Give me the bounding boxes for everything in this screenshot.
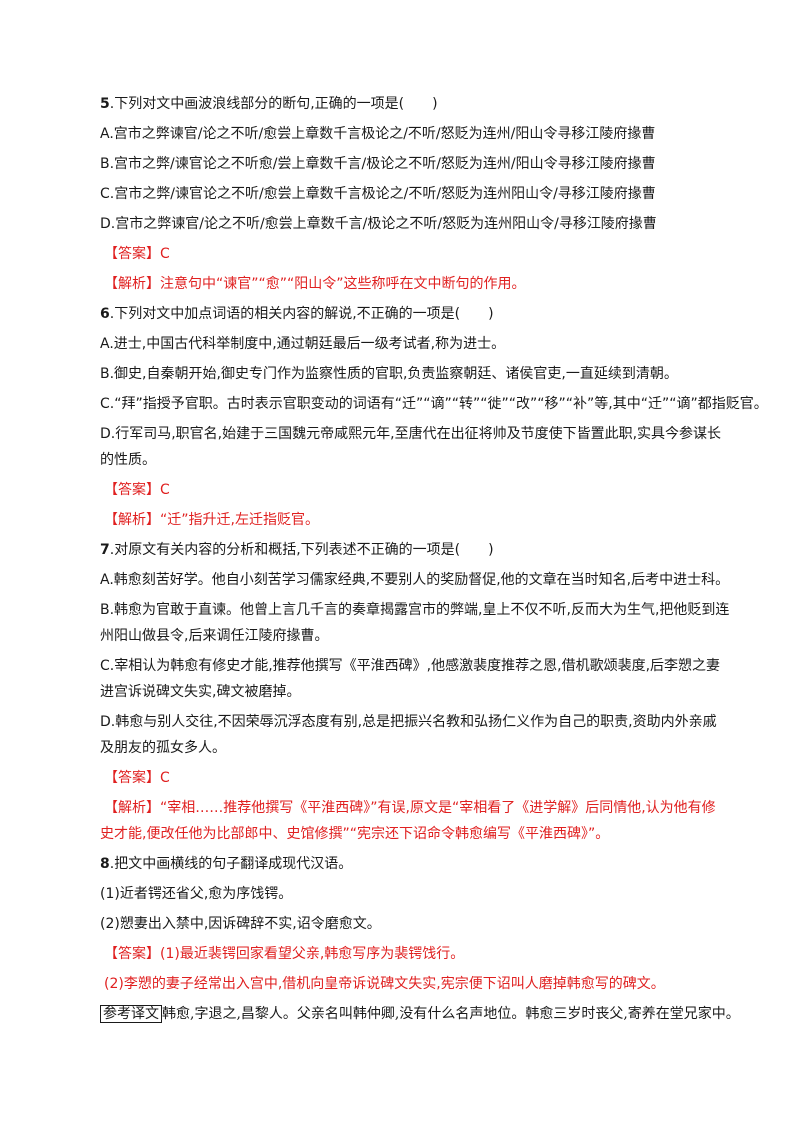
question-6-answer: 【答案】C bbox=[104, 482, 170, 498]
question-5-answer: 【答案】C bbox=[104, 246, 170, 262]
question-7-option-d: D.韩愈与别人交往,不因荣辱沉浮态度有别,总是把振兴名教和弘扬仁义作为自己的职责… bbox=[100, 714, 717, 730]
question-5-stem: 5.下列对文中画波浪线部分的断句,正确的一项是( ) bbox=[100, 96, 438, 112]
question-7-explanation-continued: 史才能,便改任他为比部郎中、史馆修撰”“宪宗还下诏命令韩愈编写《平淮西碑》”。 bbox=[100, 826, 610, 842]
question-7-stem: 7.对原文有关内容的分析和概括,下列表述不正确的一项是( ) bbox=[100, 542, 494, 558]
document-page: 5.下列对文中画波浪线部分的断句,正确的一项是( ) A.宫市之弊谏官/论之不听… bbox=[100, 94, 768, 1034]
question-number: 5 bbox=[100, 96, 110, 112]
question-6-option-d: D.行军司马,职官名,始建于三国魏元帝咸熙元年,至唐代在出征将帅及节度使下皆置此… bbox=[100, 426, 722, 442]
question-8-stem: 8.把文中画横线的句子翻译成现代汉语。 bbox=[100, 856, 353, 872]
question-number: 7 bbox=[100, 542, 110, 558]
reference-translation: 参考译文韩愈,字退之,昌黎人。父亲名叫韩仲卿,没有什么名声地位。韩愈三岁时丧父,… bbox=[100, 1004, 740, 1025]
question-7-explanation: 【解析】“宰相……推荐他撰写《平淮西碑》”有误,原文是“宰相看了《进学解》后同情… bbox=[104, 800, 716, 816]
question-7-option-c: C.宰相认为韩愈有修史才能,推荐他撰写《平淮西碑》,他感激裴度推荐之恩,借机歌颂… bbox=[100, 658, 721, 674]
question-5-option-d: D.宫市之弊谏官/论之不听/愈尝上章数千言/极论之不听/怒贬为连州阳山令/寻移江… bbox=[100, 216, 657, 232]
question-6-option-c: C.“拜”指授予官职。古时表示官职变动的词语有“迁”“谪”“转”“徙”“改”“移… bbox=[100, 396, 768, 412]
question-6-explanation: 【解析】“迁”指升迁,左迁指贬官。 bbox=[104, 512, 319, 528]
question-number: 8 bbox=[100, 856, 110, 872]
question-8-answer: 【答案】(1)最近裴锷回家看望父亲,韩愈写序为裴锷饯行。 bbox=[104, 946, 465, 962]
question-5-explanation: 【解析】注意句中“谏官”“愈”“阳山令”这些称呼在文中断句的作用。 bbox=[104, 276, 526, 292]
question-7-option-d-continued: 及朋友的孤女多人。 bbox=[100, 740, 226, 756]
question-7-option-b: B.韩愈为官敢于直谏。他曾上言几千言的奏章揭露宫市的弊端,皇上不仅不听,反而大为… bbox=[100, 602, 730, 618]
question-6-option-a: A.进士,中国古代科举制度中,通过朝廷最后一级考试者,称为进士。 bbox=[100, 336, 506, 352]
question-5-option-c: C.宫市之弊/谏官论之不听/愈尝上章数千言极论之/不听/怒贬为连州阳山令/寻移江… bbox=[100, 186, 656, 202]
question-5-option-b: B.宫市之弊/谏官论之不听愈/尝上章数千言/极论之不听/怒贬为连州/阳山令寻移江… bbox=[100, 156, 656, 172]
question-8-answer-2: (2)李愬的妻子经常出入宫中,借机向皇帝诉说碑文失实,宪宗便下诏叫人磨掉韩愈写的… bbox=[104, 976, 665, 992]
question-8-item-2: (2)愬妻出入禁中,因诉碑辞不实,诏令磨愈文。 bbox=[100, 916, 381, 932]
question-number: 6 bbox=[100, 306, 110, 322]
question-7-answer: 【答案】C bbox=[104, 770, 170, 786]
question-6-option-d-continued: 的性质。 bbox=[100, 452, 156, 468]
reference-label: 参考译文 bbox=[100, 1005, 162, 1023]
question-8-item-1: (1)近者锷还省父,愈为序饯锷。 bbox=[100, 886, 293, 902]
question-5-option-a: A.宫市之弊谏官/论之不听/愈尝上章数千言极论之/不听/怒贬为连州/阳山令寻移江… bbox=[100, 126, 656, 142]
question-7-option-c-continued: 进宫诉说碑文失实,碑文被磨掉。 bbox=[100, 684, 301, 700]
question-6-stem: 6.下列对文中加点词语的相关内容的解说,不正确的一项是( ) bbox=[100, 306, 494, 322]
question-6-option-b: B.御史,自秦朝开始,御史专门作为监察性质的官职,负责监察朝廷、诸侯官吏,一直延… bbox=[100, 366, 678, 382]
question-7-option-b-continued: 州阳山做县令,后来调任江陵府掾曹。 bbox=[100, 628, 329, 644]
question-7-option-a: A.韩愈刻苦好学。他自小刻苦学习儒家经典,不要别人的奖励督促,他的文章在当时知名… bbox=[100, 572, 730, 588]
